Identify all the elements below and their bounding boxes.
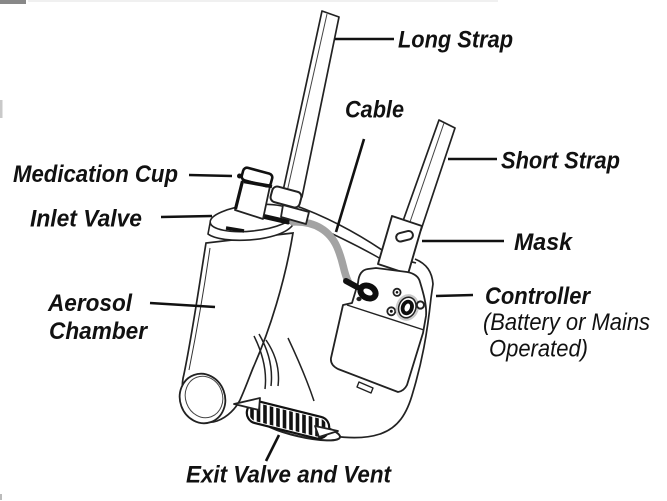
svg-text:Cable: Cable [345,97,404,124]
svg-text:Aerosol: Aerosol [47,290,133,317]
svg-text:Long Strap: Long Strap [398,27,513,54]
svg-text:Operated): Operated) [489,336,588,363]
svg-text:Mask: Mask [514,229,574,256]
svg-text:Exit Valve and Vent: Exit Valve and Vent [186,462,392,489]
svg-text:Inlet Valve: Inlet Valve [30,206,142,233]
svg-text:(Battery or Mains: (Battery or Mains [483,309,650,336]
svg-text:Controller: Controller [485,283,592,310]
svg-text:Medication Cup: Medication Cup [13,161,178,188]
svg-text:Short Strap: Short Strap [501,148,620,175]
svg-text:Chamber: Chamber [49,318,149,345]
